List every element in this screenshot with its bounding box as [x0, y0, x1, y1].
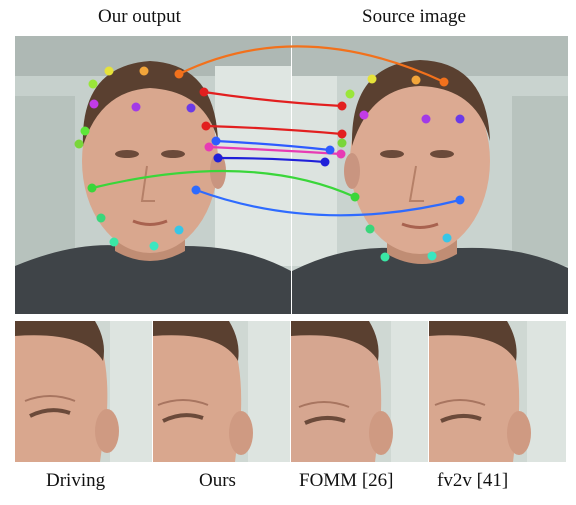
label-ours: Ours	[199, 470, 236, 491]
ours-crop	[153, 321, 290, 462]
label-fv2v: fv2v [41]	[437, 470, 509, 491]
label-our-output: Our output	[98, 6, 181, 27]
label-driving: Driving	[46, 470, 106, 491]
our-output-image	[15, 36, 291, 314]
label-source-image: Source image	[362, 6, 466, 27]
source-image	[292, 36, 568, 314]
label-fomm: FOMM [26]	[299, 470, 394, 491]
fomm-crop	[291, 321, 428, 462]
driving-crop	[15, 321, 152, 462]
fv2v-crop	[429, 321, 566, 462]
